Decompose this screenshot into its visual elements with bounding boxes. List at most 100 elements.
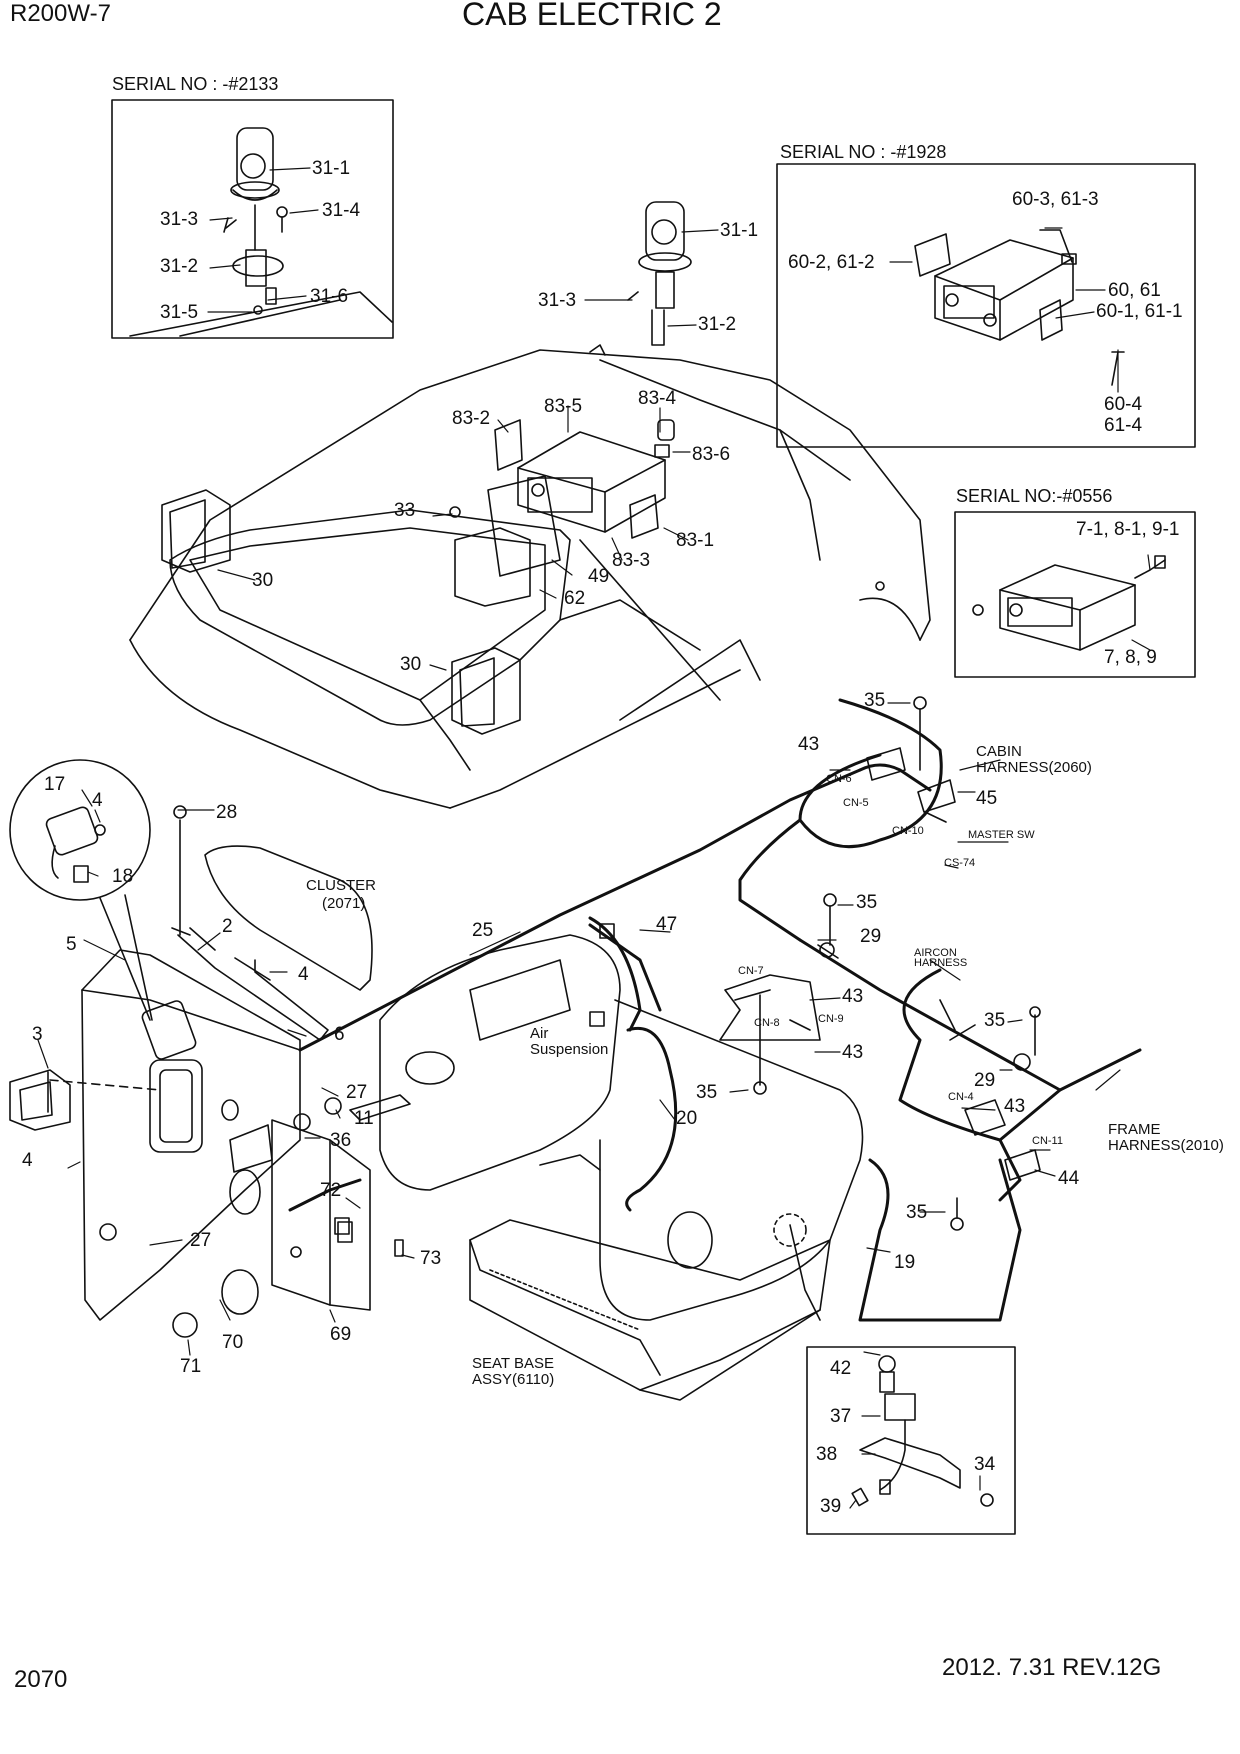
model-code: R200W-7 xyxy=(10,0,111,27)
label-61-4: 61-4 xyxy=(1104,415,1142,436)
label-4-relay: 4 xyxy=(92,790,103,811)
note-seat-base-2: ASSY(6110) xyxy=(472,1371,554,1388)
label-69: 69 xyxy=(330,1324,351,1345)
label-30-left: 30 xyxy=(252,570,273,591)
label-60-4: 60-4 xyxy=(1104,394,1142,415)
label-43-a: 43 xyxy=(798,734,819,755)
label-47: 47 xyxy=(656,914,677,935)
radio-1928-drawing xyxy=(914,229,1125,386)
label-4-console: 4 xyxy=(22,1150,33,1171)
label-19: 19 xyxy=(894,1252,915,1273)
left-console-drawing xyxy=(9,949,411,1338)
label-31-4-inset: 31-4 xyxy=(322,200,360,221)
inset-box-beacon xyxy=(111,99,394,339)
note-aircon-1: AIRCON xyxy=(914,947,957,959)
seat-switch-drawing xyxy=(851,1355,994,1507)
label-31-6-inset: 31-6 xyxy=(310,286,348,307)
label-6: 6 xyxy=(334,1024,345,1045)
beacon-inset-drawing xyxy=(129,127,393,337)
serial-label-2133: SERIAL NO : -#2133 xyxy=(112,74,278,94)
note-cluster-2: (2071) xyxy=(322,895,365,912)
inset-box-seat-switch xyxy=(806,1346,1016,1535)
label-20: 20 xyxy=(676,1108,697,1129)
label-36: 36 xyxy=(330,1130,351,1151)
label-72: 72 xyxy=(320,1180,341,1201)
label-35-a: 35 xyxy=(864,690,885,711)
label-38: 38 xyxy=(816,1444,837,1465)
relay-inset-drawing xyxy=(9,759,153,1021)
label-35-d: 35 xyxy=(906,1202,927,1223)
label-7-8-9: 7, 8, 9 xyxy=(1104,647,1157,668)
connector-cn-10: CN-10 xyxy=(892,825,924,837)
label-42: 42 xyxy=(830,1358,851,1379)
leader-lines xyxy=(37,167,1151,1509)
label-83-3: 83-3 xyxy=(612,550,650,571)
label-31-3-inset: 31-3 xyxy=(160,209,198,230)
label-83-2: 83-2 xyxy=(452,408,490,429)
label-44: 44 xyxy=(1058,1168,1080,1189)
label-60-2-61-2: 60-2, 61-2 xyxy=(788,252,875,273)
label-29-b: 29 xyxy=(974,1070,995,1091)
label-70: 70 xyxy=(222,1332,243,1353)
label-31-1-inset: 31-1 xyxy=(312,158,350,179)
label-43-b: 43 xyxy=(842,986,863,1007)
connector-cn-4: CN-4 xyxy=(948,1091,974,1103)
label-27-a: 27 xyxy=(346,1082,367,1103)
connector-cn-11: CN-11 xyxy=(1032,1135,1063,1147)
seat-drawing xyxy=(379,934,864,1401)
label-3: 3 xyxy=(32,1024,43,1045)
label-33: 33 xyxy=(394,500,415,521)
connector-cn-6: CN-6 xyxy=(826,773,852,785)
label-43-c: 43 xyxy=(842,1042,863,1063)
label-25: 25 xyxy=(472,920,493,941)
cab-body-drawing xyxy=(129,201,931,809)
connector-cn-7: CN-7 xyxy=(738,965,764,977)
note-master-sw: MASTER SW xyxy=(968,829,1035,841)
note-air-suspension-1: Air xyxy=(530,1025,548,1042)
label-35-c: 35 xyxy=(696,1082,717,1103)
label-60-61: 60, 61 xyxy=(1108,280,1161,301)
label-4-cluster: 4 xyxy=(298,964,309,985)
label-30-center: 30 xyxy=(400,654,421,675)
label-83-1: 83-1 xyxy=(676,530,714,551)
revision-date: 2012. 7.31 REV.12G xyxy=(942,1654,1162,1681)
label-71: 71 xyxy=(180,1356,201,1377)
inset-box-radio-1928 xyxy=(776,163,1196,448)
serial-label-1928: SERIAL NO : -#1928 xyxy=(780,142,946,162)
label-39: 39 xyxy=(820,1496,841,1517)
note-seat-base-1: SEAT BASE xyxy=(472,1355,554,1372)
label-27-b: 27 xyxy=(190,1230,211,1251)
label-31-2: 31-2 xyxy=(698,314,736,335)
label-60-3-61-3: 60-3, 61-3 xyxy=(1012,189,1099,210)
label-18: 18 xyxy=(112,866,133,887)
label-2: 2 xyxy=(222,916,233,937)
label-35-e: 35 xyxy=(984,1010,1005,1031)
label-11: 11 xyxy=(354,1108,374,1129)
label-62: 62 xyxy=(564,588,585,609)
serial-label-0556: SERIAL NO:-#0556 xyxy=(956,486,1112,506)
page-number: 2070 xyxy=(14,1666,68,1693)
label-28: 28 xyxy=(216,802,237,823)
radio-0556-drawing xyxy=(972,555,1166,651)
label-7-1-8-1-9-1: 7-1, 8-1, 9-1 xyxy=(1076,519,1180,540)
inset-box-radio-0556 xyxy=(954,511,1196,678)
page-title: CAB ELECTRIC 2 xyxy=(462,0,722,32)
note-cabin-harness-2: HARNESS(2060) xyxy=(976,759,1092,776)
connector-cn-5: CN-5 xyxy=(843,797,869,809)
label-43-d: 43 xyxy=(1004,1096,1025,1117)
label-31-5-inset: 31-5 xyxy=(160,302,198,323)
label-34: 34 xyxy=(974,1454,996,1475)
label-83-4: 83-4 xyxy=(638,388,676,409)
label-45: 45 xyxy=(976,788,997,809)
cluster-drawing xyxy=(171,805,373,1041)
label-5: 5 xyxy=(66,934,77,955)
label-83-5: 83-5 xyxy=(544,396,582,417)
label-49: 49 xyxy=(588,566,609,587)
note-frame-harness-1: FRAME xyxy=(1108,1121,1161,1138)
label-31-3: 31-3 xyxy=(538,290,576,311)
note-cabin-harness-1: CABIN xyxy=(976,743,1022,760)
label-31-2-inset: 31-2 xyxy=(160,256,198,277)
label-35-b: 35 xyxy=(856,892,877,913)
note-aircon-2: HARNESS xyxy=(914,957,967,969)
